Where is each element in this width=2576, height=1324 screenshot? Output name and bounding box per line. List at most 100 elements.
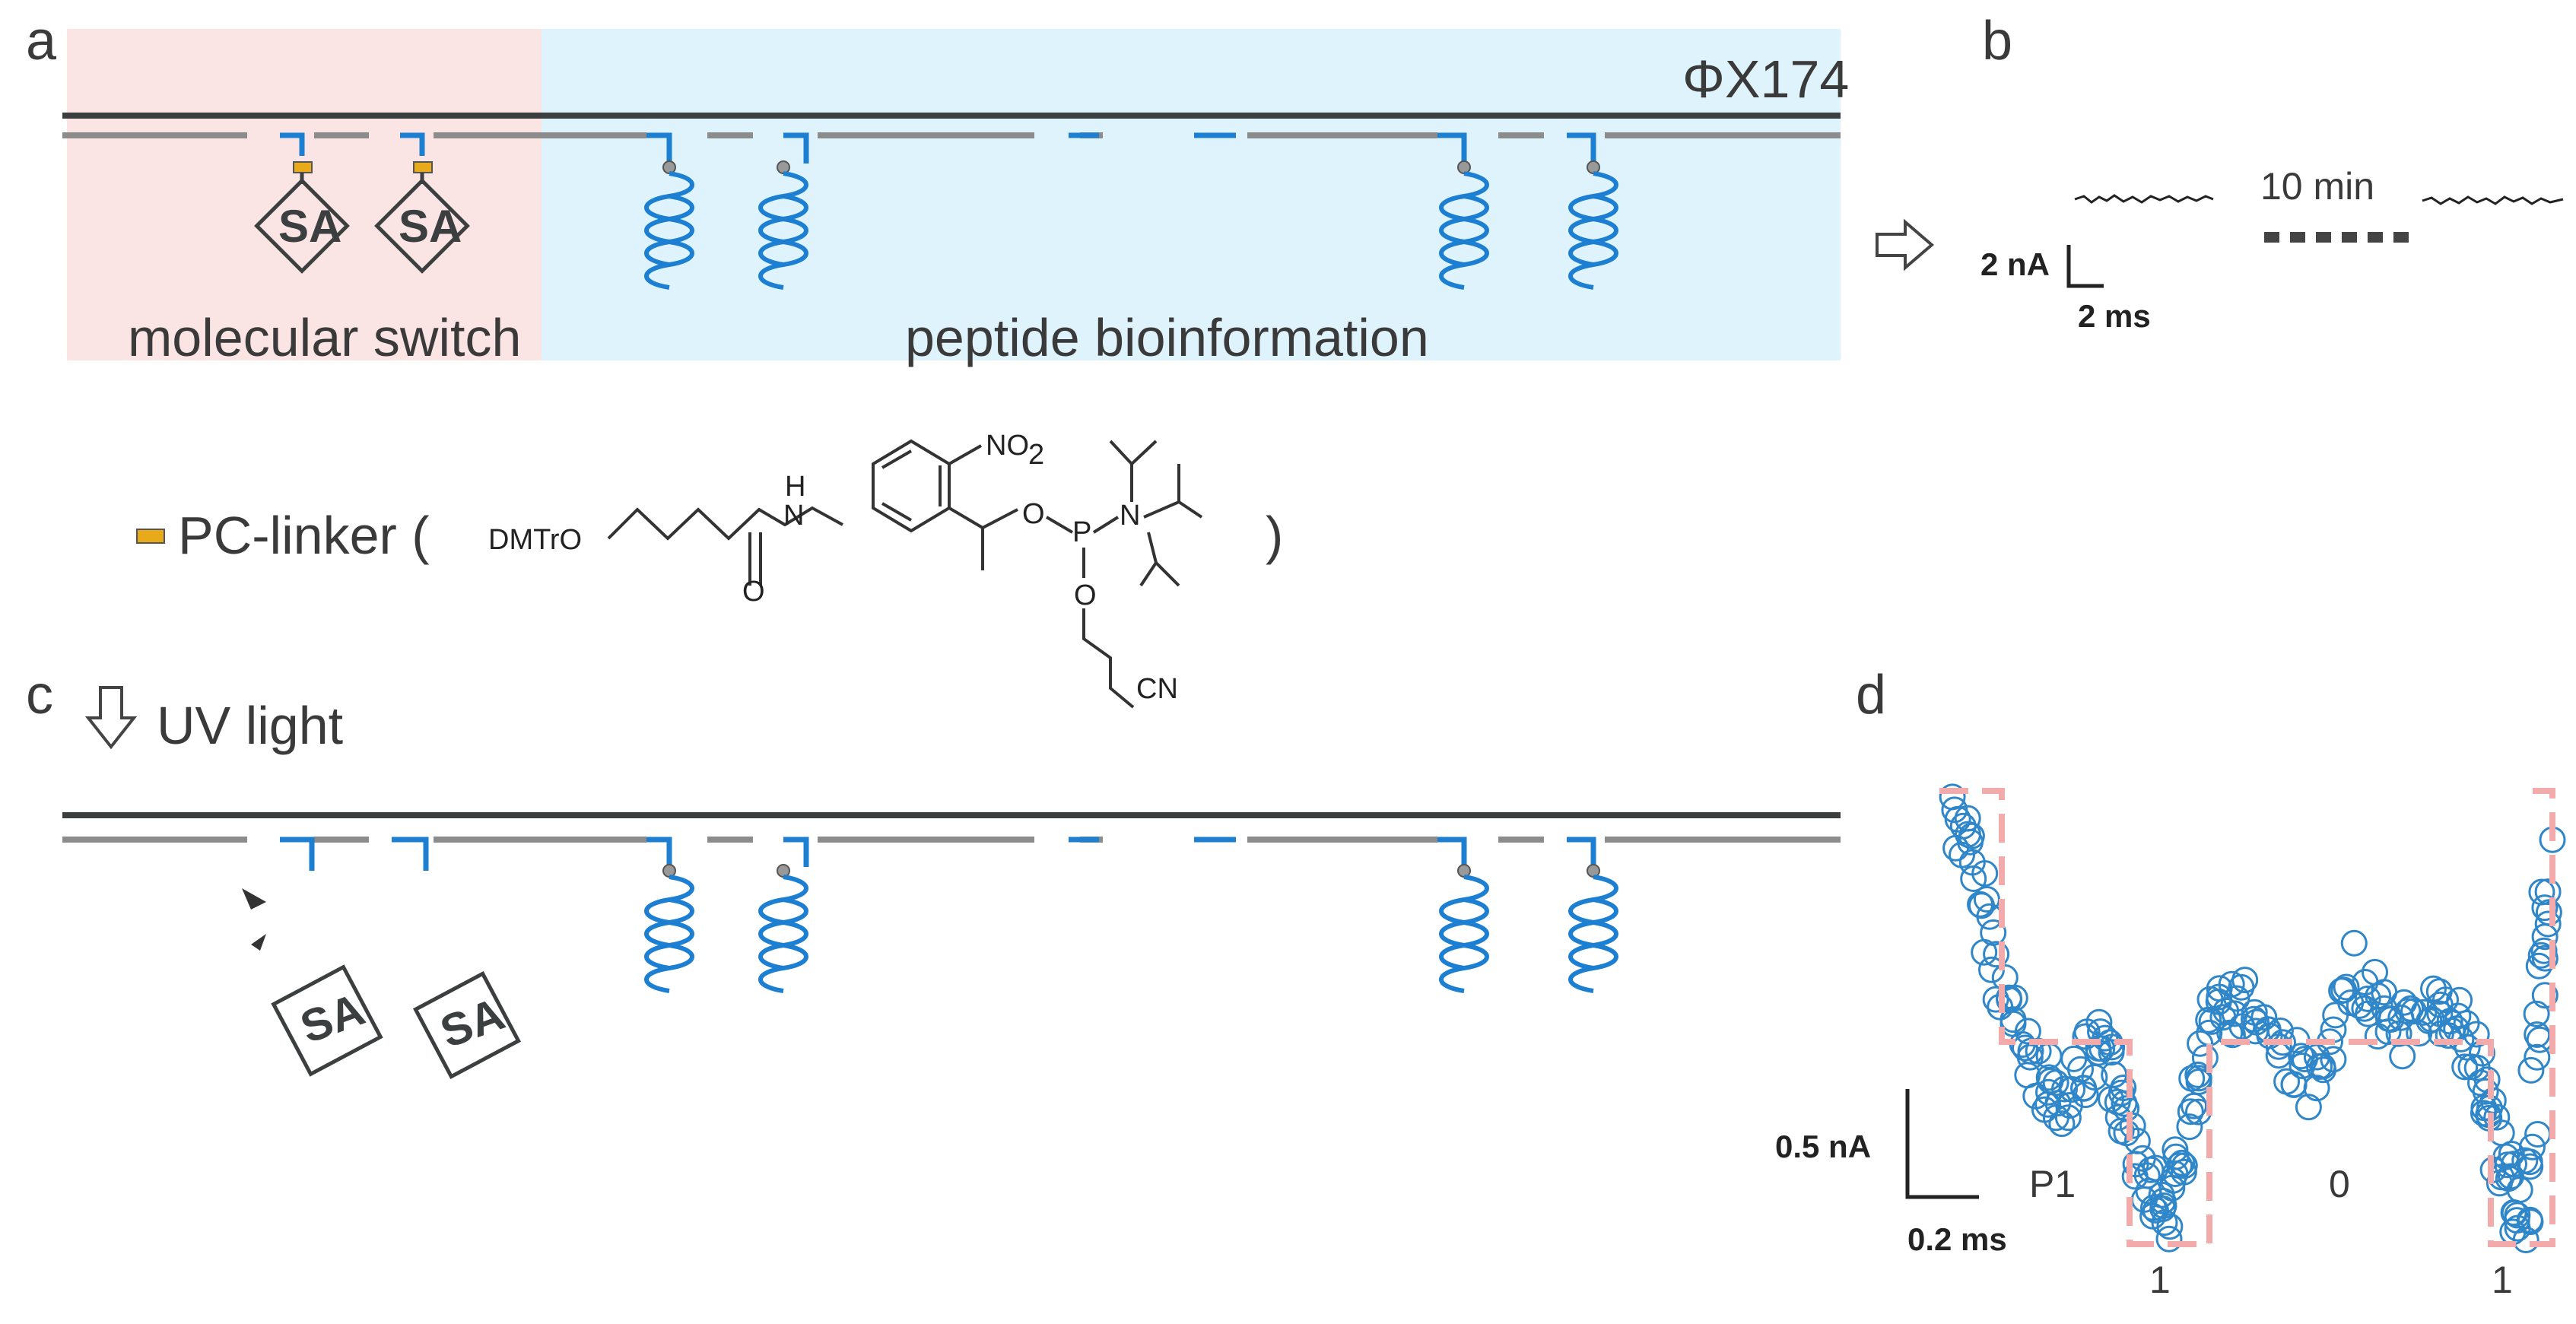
panel-label-c: c (26, 665, 53, 726)
trace-point (2187, 1030, 2214, 1057)
event-trace-points (1939, 783, 2566, 1253)
trace-point (2098, 1039, 2125, 1066)
trace-point (2534, 878, 2562, 906)
svg-text:O: O (742, 576, 765, 608)
trace-point (2310, 1056, 2337, 1084)
probe-strands (280, 132, 1596, 164)
scale-current-b: 2 nA (1980, 246, 2050, 282)
trace-point (2231, 967, 2259, 994)
trace-point (2042, 1069, 2069, 1097)
trace-point (2385, 1020, 2412, 1047)
arrow-down-icon (84, 686, 138, 750)
trace-point (2340, 929, 2368, 957)
trace-point (2517, 1153, 2544, 1180)
svg-text:DMTrO: DMTrO (488, 524, 582, 556)
trace-point (2354, 985, 2381, 1012)
svg-text:P: P (1072, 516, 1091, 548)
panel-label-a: a (26, 11, 57, 71)
trace-point (2289, 1053, 2316, 1079)
panel-d: d 0.5 nA 0.2 ms P1 0 1 1 (1775, 665, 2566, 1301)
trace-point (2044, 1090, 2072, 1117)
trace-point (2241, 1005, 2267, 1033)
trace-point (2506, 1176, 2533, 1203)
trace-point (2168, 1149, 2196, 1176)
svg-text:O: O (1074, 579, 1097, 611)
panel-b: b 10 min 2 nA 2 ms (1876, 11, 2564, 334)
trace-point (2176, 1113, 2203, 1141)
trace-point (2523, 1000, 2550, 1027)
trace-point (2119, 1112, 2146, 1139)
trace-point (1973, 886, 2000, 913)
trace-point (2389, 1043, 2416, 1070)
trace-point (2501, 1151, 2527, 1178)
trace-point (2517, 1056, 2545, 1084)
trace-point (2524, 1043, 2551, 1071)
trace-point (2535, 899, 2562, 926)
trace-point (1980, 919, 2007, 946)
trace-point (2171, 1152, 2198, 1180)
peptide-bioinformation-label: peptide bioinformation (905, 308, 1429, 367)
current-trace-left (2074, 194, 2214, 204)
peptide-region (542, 29, 1841, 360)
released-streptavidin-2: SA (412, 970, 522, 1080)
pc-linker-label: PC-linker ( (178, 506, 430, 565)
probe-strands-c (280, 837, 1596, 871)
trace-point (2048, 1110, 2076, 1138)
trace-point (2530, 937, 2558, 964)
released-streptavidin-1: SA (271, 964, 383, 1077)
scale-bar-b (2066, 245, 2104, 288)
trace-point (2418, 1005, 2445, 1033)
svg-text:SA: SA (278, 201, 341, 252)
scale-time-d: 0.2 ms (1907, 1221, 2007, 1257)
svg-text:N: N (783, 500, 804, 532)
state-guides (1939, 788, 2555, 1247)
trace-point (2511, 1147, 2539, 1174)
trace-point (2151, 1209, 2178, 1237)
trace-point (2161, 1136, 2189, 1164)
svg-text:SA: SA (434, 988, 510, 1057)
scale-bar-d (1905, 1089, 1979, 1199)
trace-point (2177, 1098, 2204, 1126)
molecular-switch-label: molecular switch (128, 308, 521, 367)
trace-point (2110, 1075, 2137, 1101)
peptide-helices-c (646, 864, 1616, 991)
trace-point (2519, 1133, 2546, 1160)
trace-point (2524, 1021, 2551, 1048)
trace-point (2517, 1208, 2544, 1236)
trace-point (2250, 1004, 2278, 1031)
segment-label-0: 0 (2329, 1163, 2350, 1205)
svg-text:SA: SA (399, 201, 462, 252)
trace-point (2531, 982, 2559, 1009)
trace-point (2265, 1033, 2292, 1060)
trace-point (2410, 999, 2438, 1026)
trace-point (2218, 970, 2245, 998)
trace-point (2092, 1024, 2119, 1052)
panel-c: c UV light (26, 665, 1841, 1080)
trace-point (2531, 894, 2559, 922)
trace-point (2365, 983, 2392, 1010)
uv-light-label: UV light (157, 696, 343, 755)
pc-linker-markers (293, 161, 433, 173)
trace-point (2156, 1213, 2184, 1240)
molecular-switch-region (67, 29, 542, 360)
pc-linker-structure: DMTrO O H N NO 2 O P N O CN (488, 430, 1203, 709)
trace-point (2451, 1053, 2479, 1081)
trace-point (2531, 945, 2559, 972)
trace-point (2054, 1104, 2082, 1132)
scale-time-b: 2 ms (2078, 298, 2151, 334)
trace-point (1982, 986, 2009, 1013)
trace-point (2528, 878, 2555, 906)
trace-point (2320, 1046, 2347, 1073)
svg-text:NO: NO (986, 430, 1029, 462)
trace-point (2333, 973, 2360, 1001)
trace-point (2085, 1008, 2113, 1036)
bit-label-1b: 1 (2492, 1259, 2513, 1301)
trace-point (2483, 1103, 2511, 1131)
trace-point (2397, 995, 2425, 1022)
trace-point (1971, 860, 1999, 887)
trace-point (2123, 1127, 2151, 1154)
trace-point (2216, 1019, 2244, 1046)
trace-point (2060, 1045, 2088, 1072)
svg-text:2: 2 (1028, 439, 1044, 471)
